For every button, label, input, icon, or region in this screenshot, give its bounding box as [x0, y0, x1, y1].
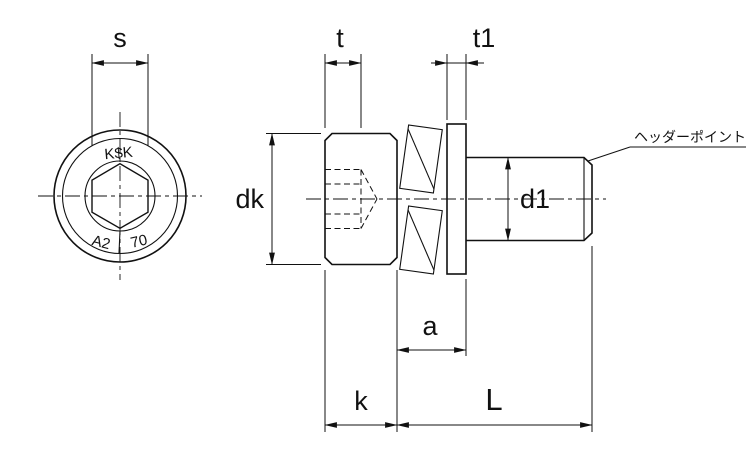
head-outer-circle — [53, 129, 187, 263]
marking-manufacturer: K$K — [104, 144, 134, 163]
spring-washer-bottom — [399, 205, 443, 275]
spring-washer — [399, 124, 443, 275]
flat-washer — [446, 123, 467, 275]
head-chamfer-circle — [61, 137, 179, 255]
dim-a-label: a — [422, 311, 438, 341]
dim-l-label: L — [485, 382, 502, 417]
dim-t-label: t — [336, 23, 344, 53]
side-view: t t1 dk d1 a k L ヘッダーポイント — [235, 23, 746, 432]
dim-t1-label: t1 — [473, 23, 496, 53]
spring-washer-bottom-split-line — [407, 209, 435, 271]
dim-s-label: s — [113, 23, 127, 53]
threaded-shank — [466, 156, 593, 242]
hex-socket-hidden-lines — [325, 169, 378, 229]
screw-head — [324, 132, 398, 266]
dim-k-label: k — [354, 386, 368, 416]
tip-callout-leader-line — [587, 146, 631, 162]
spring-washer-top — [399, 124, 443, 194]
marking-strength-class: 70 — [129, 231, 149, 251]
dim-d1-label: d1 — [520, 184, 550, 214]
dim-dk-label: dk — [235, 184, 264, 214]
front-view: K$K A2 70 s — [38, 23, 202, 280]
hex-socket — [91, 162, 149, 230]
tip-callout-label: ヘッダーポイント — [634, 129, 746, 145]
marking-separator-line — [118, 230, 121, 254]
spring-washer-top-split-line — [407, 128, 435, 190]
marking-material-grade: A2 — [90, 232, 112, 253]
